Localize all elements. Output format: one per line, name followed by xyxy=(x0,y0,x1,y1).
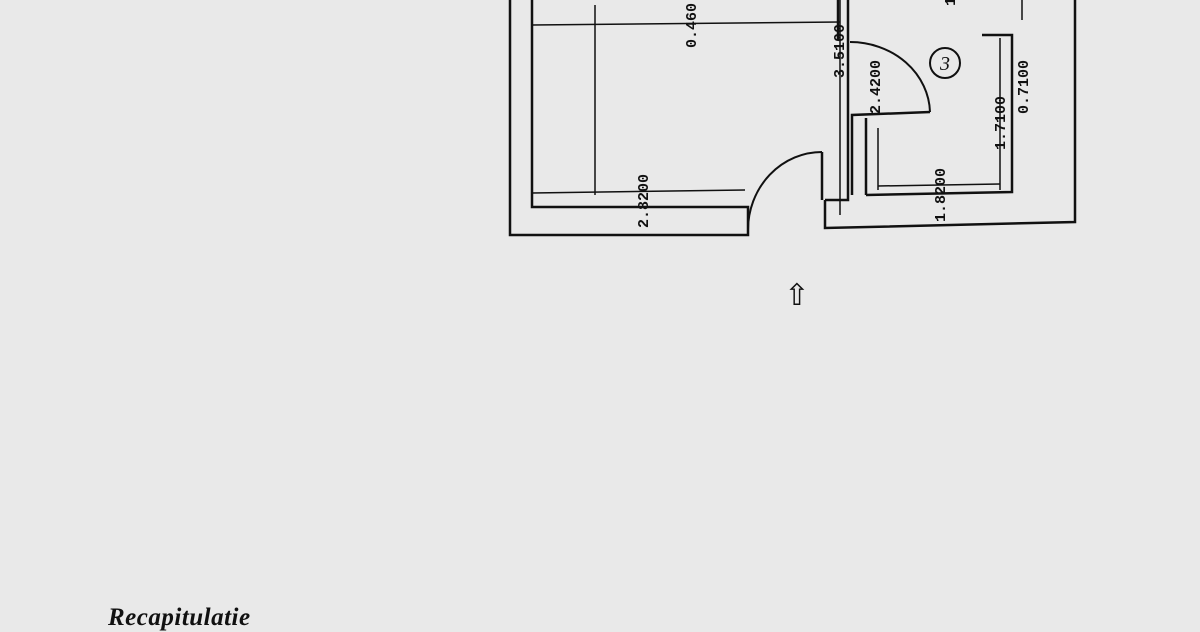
section-title: Recapitulatie xyxy=(108,604,251,631)
dim-hall-length: 3.5100 xyxy=(832,24,849,78)
walls xyxy=(508,0,1077,237)
dim-door-room3: 2.4200 xyxy=(868,60,885,114)
dim-room3-width: 1.8200 xyxy=(933,168,950,222)
dim-room3-offset: 0.7100 xyxy=(1016,60,1033,114)
dim-left-room-width: 2.8200 xyxy=(636,174,653,228)
dim-top-width: 0.460 xyxy=(684,3,701,48)
dim-room3-length: 1.7100 xyxy=(993,96,1010,150)
dim-cut-label: 1 xyxy=(943,0,960,6)
doors xyxy=(747,41,931,231)
entrance-door-swing xyxy=(747,151,823,231)
dimension-lines xyxy=(531,0,1023,215)
entrance-arrow-icon: ⇧ xyxy=(784,278,809,313)
room-number: 3 xyxy=(939,53,950,75)
room3-door-swing xyxy=(849,41,931,113)
room-number-badge: 3 xyxy=(929,47,961,79)
